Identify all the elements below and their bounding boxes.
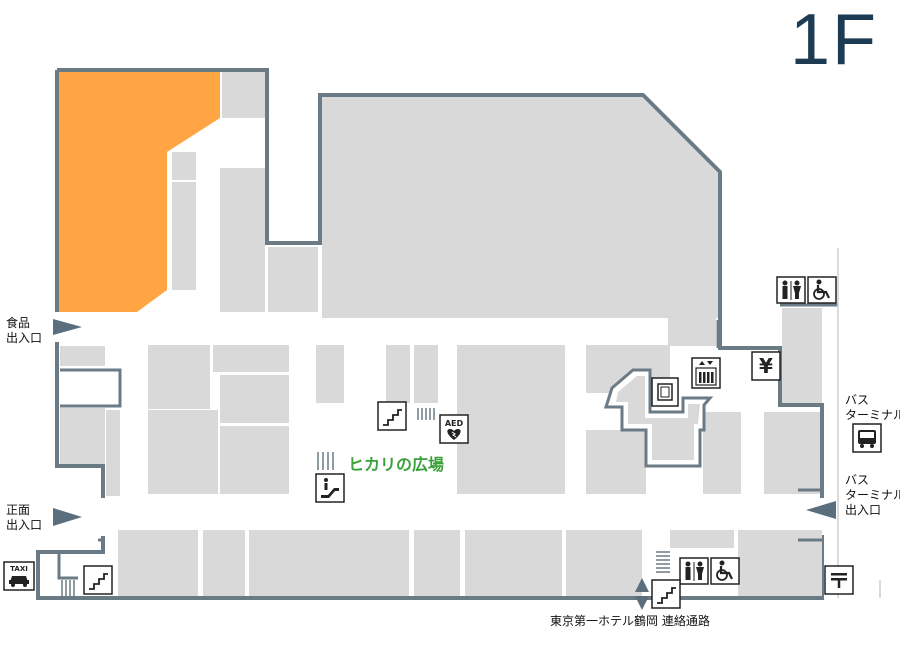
food-entrance-arrow[interactable] [53, 319, 82, 335]
floor-label: 1F [789, 0, 878, 80]
shop[interactable] [764, 412, 820, 494]
main-entrance-label-line2: 出入口 [6, 518, 43, 532]
shop[interactable] [60, 408, 105, 464]
shop[interactable] [222, 72, 265, 118]
stairs-icon[interactable] [377, 401, 407, 431]
main-entrance-arrow[interactable] [53, 508, 82, 526]
shop[interactable] [316, 345, 344, 403]
escalator-icon[interactable] [315, 473, 345, 503]
shop[interactable] [148, 345, 210, 409]
shop[interactable] [220, 168, 265, 312]
escalator-stripes [61, 408, 670, 596]
restroom-icon[interactable] [679, 557, 709, 585]
shop[interactable] [220, 426, 289, 494]
plaza-label: ヒカリの広場 [348, 455, 445, 474]
shop[interactable] [670, 530, 734, 548]
shop[interactable] [203, 530, 245, 596]
aed-text: AED [445, 419, 464, 428]
bus-entrance-label-line2: ターミナル [845, 488, 900, 502]
taxi-text: TAXI [10, 565, 28, 573]
shop[interactable] [172, 182, 196, 290]
shop[interactable] [457, 345, 565, 494]
shop[interactable] [782, 308, 822, 403]
shop[interactable] [322, 97, 718, 318]
wheelchair-icon[interactable] [710, 557, 740, 585]
shop[interactable] [249, 530, 409, 596]
bus-terminal-label-line1: バス [845, 393, 870, 407]
shop[interactable] [268, 247, 318, 312]
shop[interactable] [386, 345, 410, 403]
aed-icon[interactable]: AED [439, 414, 469, 444]
bus-entrance-label-line3: 出入口 [845, 503, 882, 517]
main-entrance-label-line1: 正面 [6, 503, 31, 517]
restroom-icon[interactable] [776, 276, 806, 304]
shop[interactable] [118, 530, 198, 596]
locker-icon[interactable] [651, 377, 679, 407]
shop[interactable] [213, 345, 289, 372]
shop[interactable] [586, 430, 646, 494]
shop[interactable] [414, 530, 460, 596]
shop[interactable] [668, 318, 716, 346]
shop[interactable] [703, 412, 741, 494]
interior-walls [57, 303, 838, 580]
main-entrance-label: 正面 出入口 [6, 503, 42, 533]
food-entrance-label-line1: 食品 [6, 316, 31, 330]
hotel-link-label: 東京第一ホテル鶴岡 連絡通路 [550, 614, 710, 628]
taxi-icon[interactable]: TAXI [3, 561, 35, 591]
shop[interactable] [148, 410, 218, 494]
elevator-icon[interactable] [691, 357, 721, 389]
shop[interactable] [106, 410, 120, 496]
bus-entrance-label: バス ターミナル 出入口 [845, 473, 900, 518]
bus-icon[interactable] [852, 423, 882, 453]
stairs-icon[interactable] [651, 579, 681, 609]
elevator-core-inner [616, 376, 700, 460]
bus-terminal-label-line2: ターミナル [845, 408, 900, 422]
bus-entrance-arrow[interactable] [806, 501, 836, 519]
shop[interactable] [566, 530, 642, 596]
bus-terminal-label: バス ターミナル [845, 393, 900, 423]
shop[interactable] [414, 345, 438, 403]
post-office-icon[interactable] [824, 565, 854, 595]
wheelchair-icon[interactable] [807, 276, 837, 304]
shop[interactable] [465, 530, 562, 596]
shop-blocks [60, 72, 822, 596]
food-entrance-label-line2: 出入口 [6, 331, 43, 345]
highlighted-shop[interactable] [59, 72, 220, 312]
shop[interactable] [172, 152, 196, 180]
yen-icon[interactable]: ¥ [751, 351, 781, 381]
hotel-link-arrow-down[interactable] [635, 596, 649, 610]
bus-entrance-label-line1: バス [845, 473, 870, 487]
food-entrance-label: 食品 出入口 [6, 316, 42, 346]
shop[interactable] [220, 375, 289, 423]
yen-symbol: ¥ [759, 354, 773, 378]
hotel-link-arrow-up[interactable] [635, 578, 649, 592]
stairs-icon[interactable] [83, 565, 113, 595]
shop[interactable] [60, 346, 105, 366]
